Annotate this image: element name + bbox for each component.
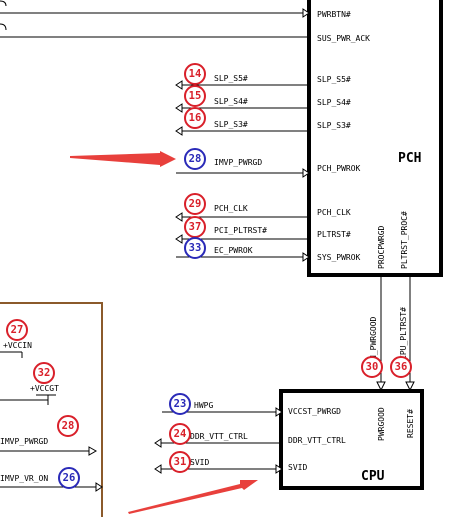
vr-label-vccin: +VCCIN xyxy=(3,341,32,350)
cpu-pin-svid: SVID xyxy=(288,463,307,472)
cpu-title: CPU xyxy=(361,469,385,484)
step-badge: 26 xyxy=(58,467,80,489)
cpu-block: CPU VCCST_PWRGD DDR_VTT_CTRL SVID PWRGOO… xyxy=(279,389,424,490)
pch-wiring xyxy=(0,0,415,392)
pch-pin-pwrbtn: PWRBTN# xyxy=(317,10,351,19)
svg-text:29: 29 xyxy=(189,198,202,210)
svg-text:24: 24 xyxy=(174,428,187,440)
step-badge: 31 xyxy=(169,451,191,473)
svg-text:16: 16 xyxy=(189,112,202,124)
pch-pin-slp-s4: SLP_S4# xyxy=(317,98,351,107)
cpu-pin-ddr-vtt-ctrl: DDR_VTT_CTRL xyxy=(288,436,346,445)
net-ddr-vtt-ctrl: DDR_VTT_CTRL xyxy=(190,432,248,441)
red-arrow-icon xyxy=(128,480,258,514)
pch-title: PCH xyxy=(398,151,421,166)
svg-text:32: 32 xyxy=(38,367,51,379)
step-badge: 23 xyxy=(169,393,191,415)
svg-text:31: 31 xyxy=(174,456,187,468)
cpu-pin-reset: RESET# xyxy=(406,409,415,438)
pch-pin-slp-s5: SLP_S5# xyxy=(317,75,351,84)
net-pci-pltrst: PCI_PLTRST# xyxy=(214,226,267,235)
vr-block: +VCCIN +VCCGT IMVP_PWRGD IMVP_VR_ON xyxy=(0,302,103,517)
pch-pin-sus-pwr-ack: SUS_PWR_ACK xyxy=(317,34,370,43)
step-badge: 33 xyxy=(184,237,206,259)
svg-text:14: 14 xyxy=(189,68,202,80)
svg-text:30: 30 xyxy=(366,361,379,373)
step-badge: 36 xyxy=(390,356,412,378)
vr-label-imvp-vr-on: IMVP_VR_ON xyxy=(0,474,48,483)
red-arrow-icon xyxy=(70,151,176,167)
step-badge: 14 xyxy=(184,63,206,85)
step-badge: 37 xyxy=(184,216,206,238)
annotation-arrows xyxy=(70,151,258,514)
step-badge: 24 xyxy=(169,423,191,445)
svg-text:37: 37 xyxy=(189,221,202,233)
vr-label-imvp-pwrgd: IMVP_PWRGD xyxy=(0,437,48,446)
net-svid: SVID xyxy=(190,458,209,467)
pch-block: PCH PWRBTN# SUS_PWR_ACK SLP_S5# SLP_S4# … xyxy=(307,0,443,277)
svg-text:15: 15 xyxy=(189,90,202,102)
pch-pin-sys-pwrok: SYS_PWROK xyxy=(317,253,361,262)
step-badges: 14 15 16 28 29 37 33 30 36 23 24 31 27 3… xyxy=(6,63,412,489)
svg-text:28: 28 xyxy=(189,153,202,165)
pch-pin-slp-s3: SLP_S3# xyxy=(317,121,351,130)
step-badge: 28 xyxy=(184,148,206,170)
cpu-pin-pwrgood: PWRGOOD xyxy=(377,407,386,441)
step-badge: 16 xyxy=(184,107,206,129)
net-slp-s3: SLP_S3# xyxy=(214,120,248,129)
pch-pin-pltrst: PLTRST# xyxy=(317,230,351,239)
net-slp-s4: SLP_S4# xyxy=(214,97,248,106)
svg-text:28: 28 xyxy=(62,420,75,432)
pch-pin-pch-clk: PCH_CLK xyxy=(317,208,351,217)
step-badge: 30 xyxy=(361,356,383,378)
pch-pin-procpwrgd: PROCPWRGD xyxy=(377,225,386,269)
net-pch-clk: PCH_CLK xyxy=(214,204,248,213)
vr-label-vccgt: +VCCGT xyxy=(30,384,59,393)
net-h-pwrgood: H_PWRGOOD xyxy=(369,316,378,360)
step-badge: 15 xyxy=(184,85,206,107)
net-ec-pwrok: EC_PWROK xyxy=(214,246,253,255)
svg-text:36: 36 xyxy=(395,361,408,373)
svg-text:26: 26 xyxy=(63,472,76,484)
pch-pin-pltrst-proc: PLTRST_PROC# xyxy=(400,211,409,269)
net-hwpg: HWPG xyxy=(194,401,213,410)
step-badge: 27 xyxy=(6,319,28,341)
net-cpu-pltrst: CPU_PLTRST# xyxy=(399,307,408,360)
step-badge: 28 xyxy=(57,415,79,437)
cpu-pin-vccst-pwrgd: VCCST_PWRGD xyxy=(288,407,341,416)
net-imvp-pwrgd: IMVP_PWRGD xyxy=(214,158,262,167)
step-badge: 29 xyxy=(184,193,206,215)
svg-text:23: 23 xyxy=(174,398,187,410)
pch-pin-pch-pwrok: PCH_PWROK xyxy=(317,164,361,173)
svg-text:27: 27 xyxy=(11,324,24,336)
step-badge: 32 xyxy=(33,362,55,384)
net-slp-s5: SLP_S5# xyxy=(214,74,248,83)
svg-text:33: 33 xyxy=(189,242,202,254)
